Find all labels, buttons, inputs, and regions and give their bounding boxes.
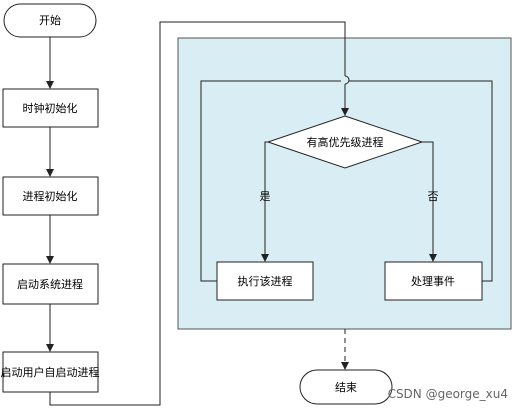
start-node: 开始: [3, 3, 97, 38]
decision-node: 有高优先级进程: [266, 115, 424, 169]
start-user-process-node: 启动用户自启动进程: [1, 351, 100, 393]
yes-branch-label: 是: [260, 190, 271, 203]
no-branch-label: 否: [428, 190, 439, 203]
process-init-node-label: 进程初始化: [23, 189, 78, 203]
end-node-label: 结束: [335, 381, 357, 394]
start-user-process-node-label: 启动用户自启动进程: [1, 365, 100, 379]
loop-back-left: [200, 80, 341, 282]
start-system-process-node: 启动系统进程: [2, 263, 99, 305]
handle-event-node: 处理事件: [384, 261, 483, 301]
watermark: CSDN @george_xu4: [388, 387, 508, 401]
arrow-decision-no: [422, 141, 437, 262]
start-node-label: 开始: [39, 13, 61, 27]
execute-process-node: 执行该进程: [216, 261, 314, 301]
connector-crossing-hop: [344, 75, 350, 85]
clock-init-node-label: 时钟初始化: [23, 101, 78, 115]
connector-to-loop-entry: [49, 21, 346, 406]
execute-process-node-label: 执行该进程: [238, 274, 293, 288]
handle-event-node-label: 处理事件: [411, 275, 455, 288]
decision-node-label: 有高优先级进程: [307, 135, 384, 149]
clock-init-node: 时钟初始化: [2, 88, 99, 128]
arrow-decision-yes: [261, 141, 269, 262]
start-system-process-node-label: 启动系统进程: [17, 278, 83, 291]
end-node: 结束: [299, 369, 393, 405]
process-init-node: 进程初始化: [2, 176, 99, 216]
loop-back-right: [349, 80, 493, 282]
